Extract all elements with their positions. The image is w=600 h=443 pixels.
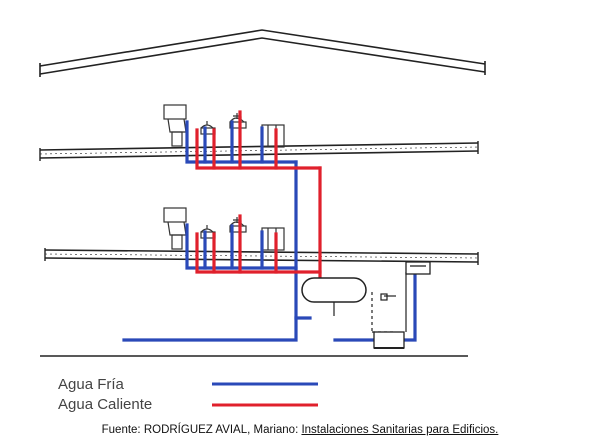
shower-upper-icon bbox=[261, 124, 285, 148]
upper-floor-fixtures bbox=[163, 104, 285, 148]
pump-icon bbox=[373, 331, 405, 349]
legend: Agua Fría Agua Caliente bbox=[58, 376, 318, 413]
legend-hot-label: Agua Caliente bbox=[58, 396, 152, 413]
caption-book-title: Instalaciones Sanitarias para Edificios. bbox=[301, 424, 499, 436]
tank-icon bbox=[405, 261, 431, 275]
caption-prefix: Fuente: RODRÍGUEZ AVIAL, Mariano: bbox=[101, 424, 302, 436]
legend-cold-label: Agua Fría bbox=[58, 376, 125, 393]
cold-water-piping bbox=[122, 120, 417, 342]
shower-lower-icon bbox=[261, 227, 285, 251]
upper-floor-slab bbox=[39, 141, 479, 161]
roof bbox=[39, 29, 486, 77]
source-caption: Fuente: RODRÍGUEZ AVIAL, Mariano: Instal… bbox=[0, 424, 600, 436]
toilet-lower-icon bbox=[163, 207, 187, 250]
hot-water-piping bbox=[195, 110, 322, 285]
lower-floor-fixtures bbox=[163, 207, 285, 251]
water-heater-icon bbox=[301, 277, 367, 316]
toilet-upper-icon bbox=[163, 104, 187, 147]
return-lines bbox=[371, 272, 407, 333]
